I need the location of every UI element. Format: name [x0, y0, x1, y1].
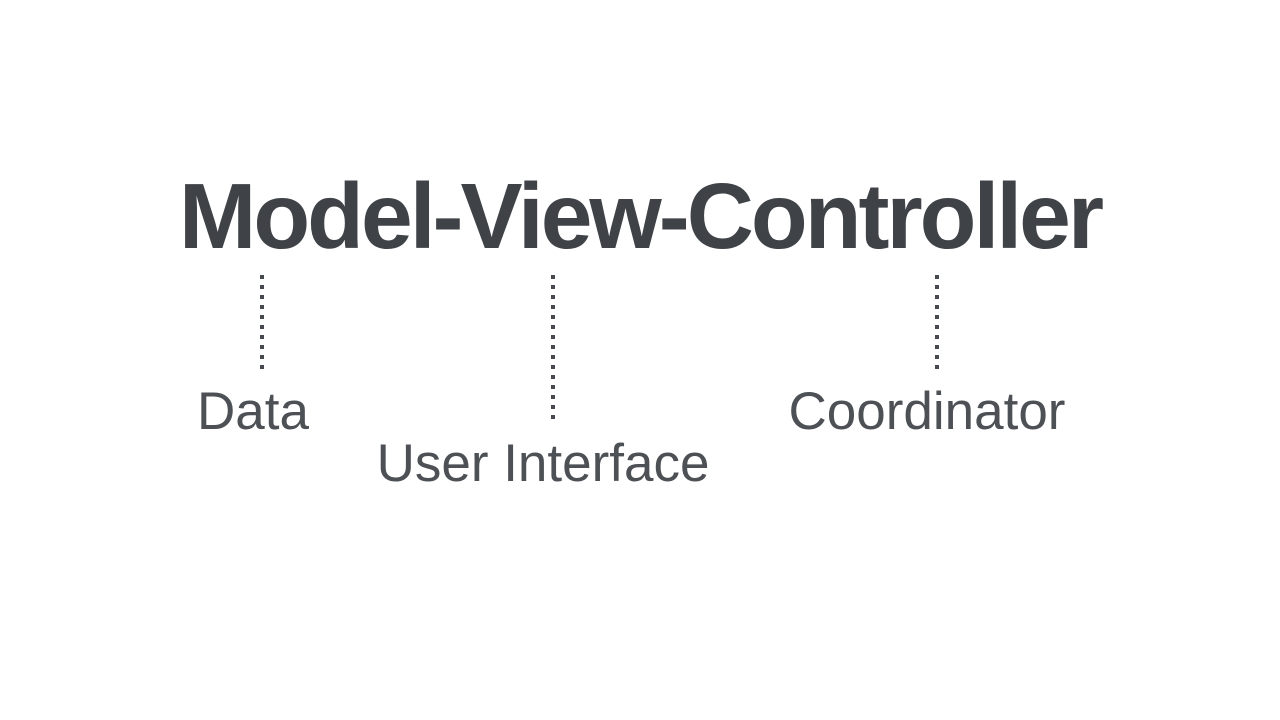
controller-annotation-label: Coordinator [788, 382, 1066, 441]
view-dotted-connector-line [551, 275, 555, 420]
view-annotation-label: User Interface [376, 434, 710, 493]
model-annotation-label: Data [197, 382, 309, 441]
page-title: Model-View-Controller [178, 164, 1104, 268]
controller-dotted-connector-line [935, 275, 939, 370]
model-dotted-connector-line [260, 275, 264, 370]
